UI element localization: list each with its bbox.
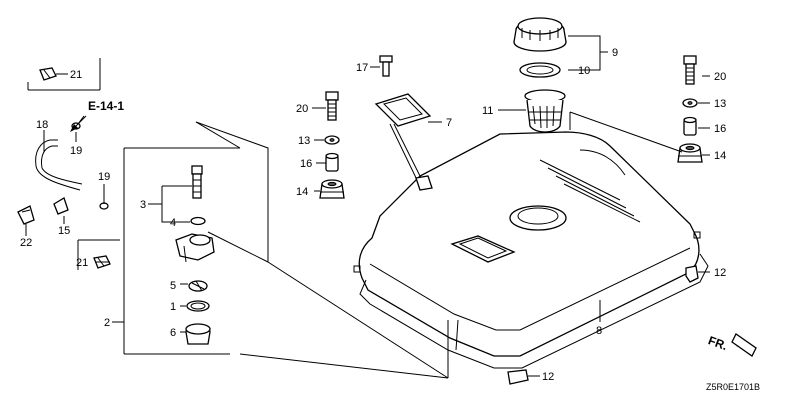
callout-labels: E-14-1 FR. Z5R0E1701B 21 18 19 19 22 15 … bbox=[20, 47, 760, 392]
hose-clamp-21-top bbox=[39, 67, 57, 81]
callout-11: 11 bbox=[482, 105, 493, 117]
callout-17: 17 bbox=[356, 62, 368, 74]
fuel-cup-6 bbox=[185, 323, 211, 345]
callout-18: 18 bbox=[36, 119, 48, 131]
callout-8: 8 bbox=[596, 325, 602, 337]
callout-19-bottom: 19 bbox=[98, 171, 110, 183]
callout-21-bottom: 21 bbox=[76, 257, 88, 269]
washer-4 bbox=[190, 216, 206, 226]
screw-17 bbox=[379, 55, 393, 77]
callout-20-left: 20 bbox=[296, 103, 308, 115]
callout-15: 15 bbox=[58, 225, 70, 237]
callout-12-bottom: 12 bbox=[542, 371, 554, 383]
reference-arrow bbox=[70, 115, 87, 132]
callout-12-right: 12 bbox=[714, 267, 726, 279]
callout-10: 10 bbox=[578, 65, 590, 77]
fuel-cap-seal bbox=[519, 62, 561, 78]
front-direction-arrow bbox=[731, 333, 757, 357]
callout-16-left: 16 bbox=[300, 158, 312, 170]
callout-19-top: 19 bbox=[70, 145, 82, 157]
callout-14-left: 14 bbox=[296, 186, 308, 198]
callout-22: 22 bbox=[20, 237, 32, 249]
fuel-cock-body bbox=[175, 233, 215, 263]
callout-7: 7 bbox=[446, 117, 452, 129]
cap-22 bbox=[17, 205, 35, 225]
corner-mark-top-left bbox=[27, 58, 101, 91]
fuel-cock-bolt-3 bbox=[191, 165, 203, 199]
clip-12-right bbox=[685, 265, 699, 283]
callout-9: 9 bbox=[612, 47, 618, 59]
callout-13-left: 13 bbox=[298, 135, 310, 147]
callout-4: 4 bbox=[170, 217, 176, 229]
callout-3: 3 bbox=[140, 199, 146, 211]
direction-label: FR. bbox=[706, 333, 729, 353]
collar-16-right bbox=[683, 116, 697, 136]
fuel-tank bbox=[353, 131, 709, 369]
bolt-20-right bbox=[683, 55, 697, 85]
callout-6: 6 bbox=[170, 327, 176, 339]
fuel-cock-strainer-5 bbox=[188, 280, 208, 292]
collar-16-left bbox=[325, 152, 339, 172]
callout-14-right: 14 bbox=[714, 150, 726, 162]
washer-13-left bbox=[324, 135, 340, 145]
callout-21-top: 21 bbox=[70, 69, 82, 81]
fuel-cock-group-bracket bbox=[123, 147, 240, 355]
reference-code-label: E-14-1 bbox=[88, 99, 124, 113]
mount-rubber-14-left bbox=[319, 179, 345, 199]
mount-rubber-14-right bbox=[677, 143, 703, 163]
corner-mark-bottom-left bbox=[77, 239, 120, 270]
callout-16-right: 16 bbox=[714, 123, 726, 135]
callout-20-right: 20 bbox=[714, 71, 726, 83]
o-ring-1 bbox=[186, 300, 210, 312]
fuel-cap bbox=[513, 17, 567, 52]
washer-13-right bbox=[682, 98, 698, 108]
diagram-code-label: Z5R0E1701B bbox=[706, 382, 760, 392]
clip-12-bottom bbox=[507, 369, 529, 385]
fuel-strainer bbox=[524, 89, 566, 133]
bolt-20-left bbox=[325, 91, 339, 121]
callout-2: 2 bbox=[104, 317, 110, 329]
fuel-gauge bbox=[374, 93, 433, 191]
assembly-outline bbox=[195, 111, 683, 379]
callout-13-right: 13 bbox=[714, 98, 726, 110]
callout-5: 5 bbox=[170, 280, 176, 292]
callout-1: 1 bbox=[170, 301, 176, 313]
cap-15 bbox=[53, 197, 69, 215]
leader-lines bbox=[25, 35, 710, 377]
